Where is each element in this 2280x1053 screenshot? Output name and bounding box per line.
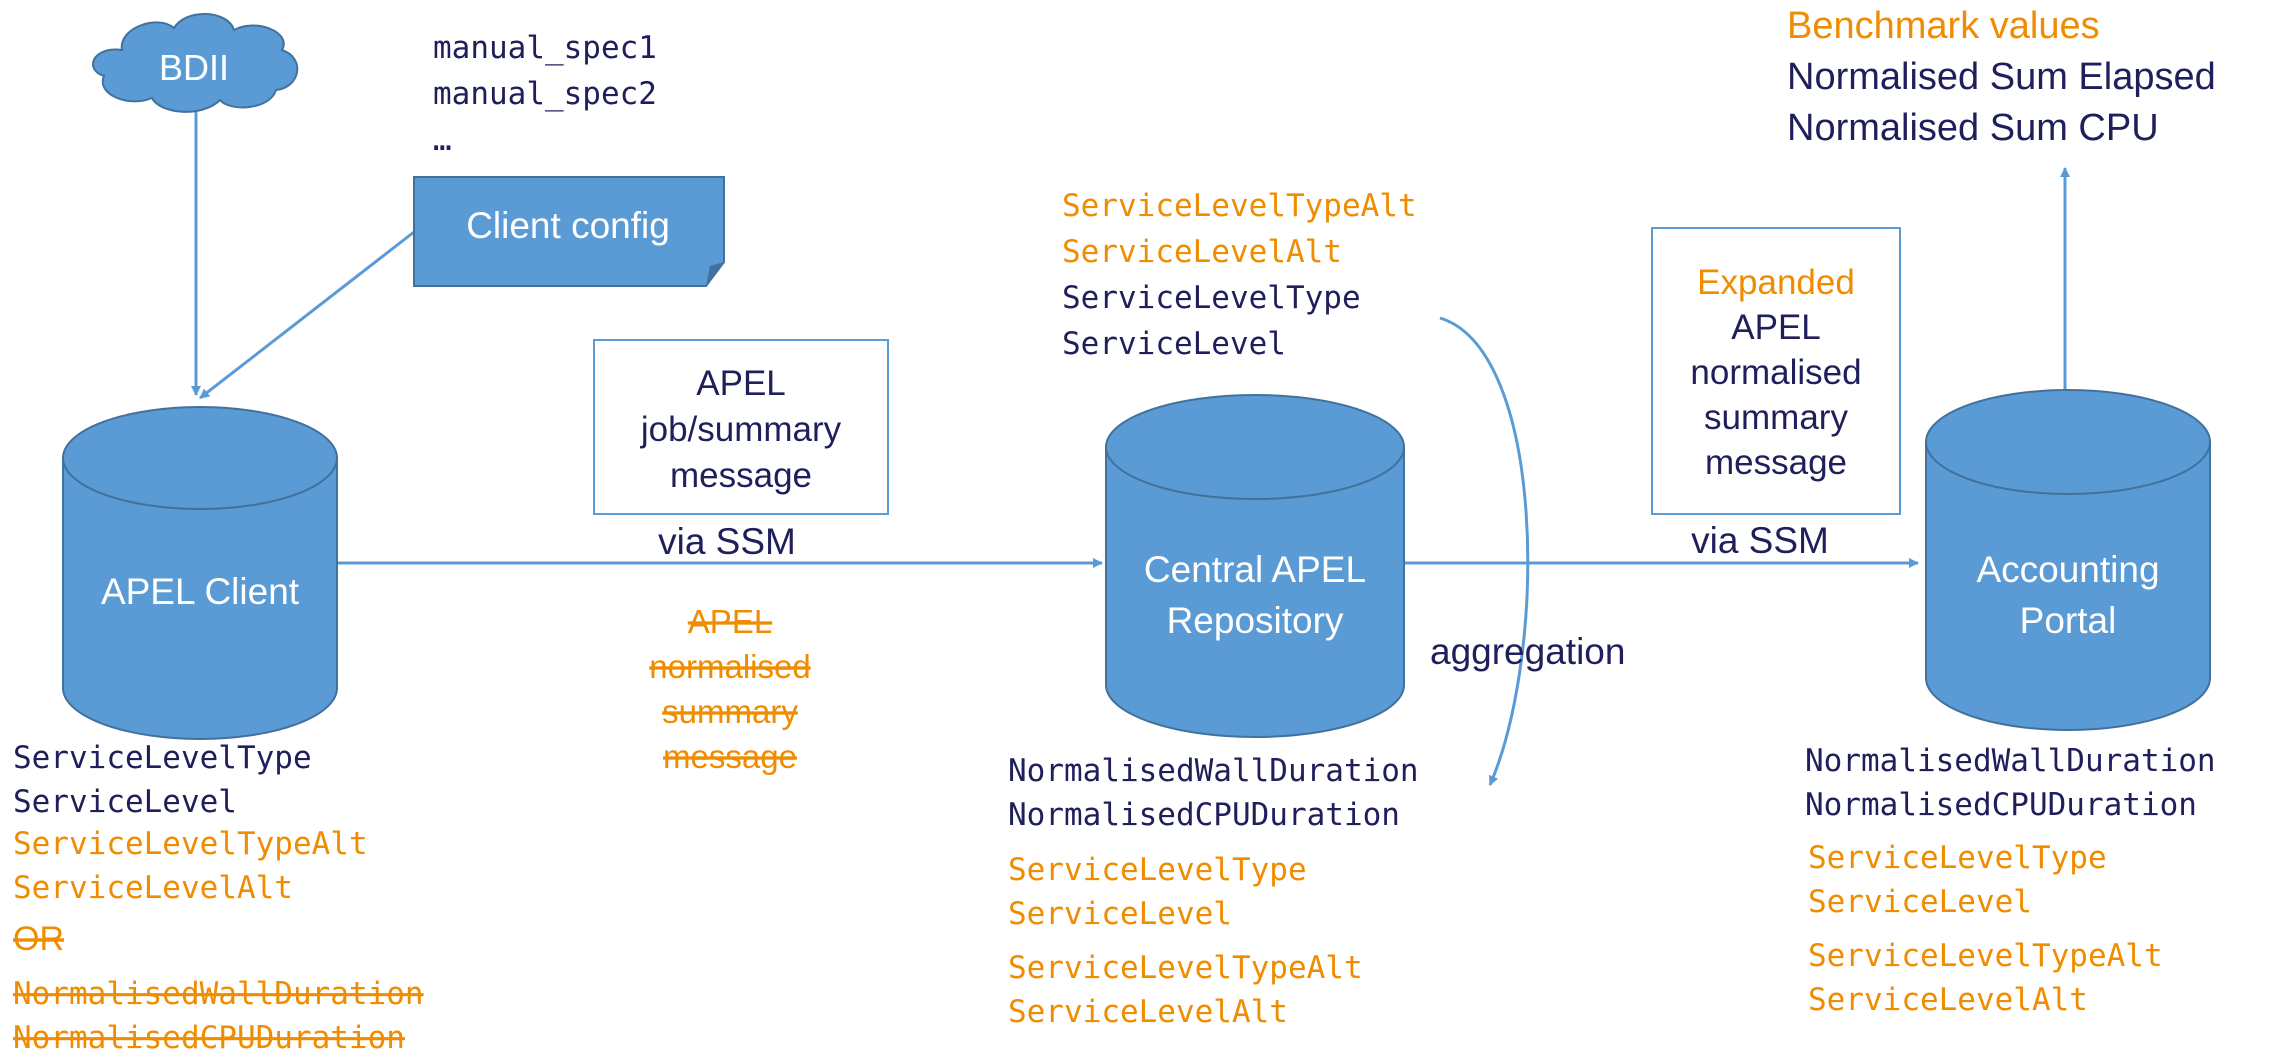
message-box-line: job/summary [640, 410, 842, 449]
repo-top-field: ServiceLevelAlt [1062, 234, 1342, 270]
struck-message-line: APEL [688, 603, 772, 640]
struck-message-line: message [663, 738, 797, 775]
apel-client-field: ServiceLevelType [13, 740, 312, 776]
central-repo-label: Repository [1167, 600, 1344, 641]
via-ssm-left-label: via SSM [658, 521, 796, 562]
portal-field: ServiceLevelAlt [1808, 982, 2088, 1018]
manual-spec-line: … [433, 122, 452, 158]
repo-bottom-field: NormalisedCPUDuration [1008, 797, 1400, 833]
config-to-client-arrow [199, 230, 415, 400]
struck-field: NormalisedWallDuration [13, 976, 424, 1012]
expanded-message-box: Expanded APEL normalised summary message [1651, 227, 1901, 515]
portal-field: ServiceLevelType [1808, 840, 2107, 876]
manual-spec-line: manual_spec1 [433, 30, 657, 66]
aggregation-label: aggregation [1430, 631, 1625, 672]
portal-outputs: Benchmark values Normalised Sum Elapsed … [1787, 5, 2216, 149]
apel-client-field: ServiceLevelAlt [13, 870, 293, 906]
manual-spec-list: manual_spec1 manual_spec2 … [433, 30, 657, 158]
apel-client-field: ServiceLevelTypeAlt [13, 826, 368, 862]
expanded-box-title: Expanded [1697, 263, 1855, 302]
repo-bottom-field: ServiceLevelTypeAlt [1008, 950, 1363, 986]
portal-field: NormalisedWallDuration [1805, 743, 2216, 779]
struck-message-label: APEL normalised summary message [649, 603, 810, 775]
repo-bottom-field-list: NormalisedWallDuration NormalisedCPUDura… [1008, 753, 1419, 1030]
repo-bottom-field: NormalisedWallDuration [1008, 753, 1419, 789]
repo-top-field: ServiceLevel [1062, 326, 1286, 362]
apel-client-label: APEL Client [101, 571, 300, 612]
bdii-cloud: BDII [92, 13, 299, 113]
job-summary-message-box: APEL job/summary message [593, 339, 889, 515]
central-repo-cylinder: Central APEL Repository [1105, 394, 1405, 738]
repo-top-field-list: ServiceLevelTypeAlt ServiceLevelAlt Serv… [1062, 188, 1417, 362]
manual-spec-line: manual_spec2 [433, 76, 657, 112]
repo-bottom-field: ServiceLevelType [1008, 852, 1307, 888]
struck-message-line: normalised [649, 648, 810, 685]
central-repo-label: Central APEL [1144, 549, 1366, 590]
or-label: OR [13, 920, 64, 958]
accounting-portal-label: Accounting [1976, 549, 2159, 590]
portal-output-line: Normalised Sum Elapsed [1787, 56, 2216, 98]
struck-field: NormalisedCPUDuration [13, 1020, 405, 1053]
expanded-box-line: APEL [1731, 308, 1821, 347]
expanded-box-line: normalised [1690, 353, 1861, 392]
repo-bottom-field: ServiceLevel [1008, 896, 1232, 932]
message-box-line: APEL [696, 364, 786, 403]
via-ssm-right-label: via SSM [1691, 520, 1829, 561]
apel-client-field: ServiceLevel [13, 784, 237, 820]
portal-field: NormalisedCPUDuration [1805, 787, 2197, 823]
portal-field-list: NormalisedWallDuration NormalisedCPUDura… [1805, 743, 2216, 1018]
portal-output-line: Normalised Sum CPU [1787, 107, 2159, 149]
accounting-portal-cylinder: Accounting Portal [1925, 389, 2211, 731]
struck-message-line: summary [662, 693, 798, 730]
aggregation-curve-arrow [1439, 316, 1530, 786]
message-box-line: message [670, 456, 812, 495]
portal-field: ServiceLevel [1808, 884, 2032, 920]
repo-top-field: ServiceLevelTypeAlt [1062, 188, 1417, 224]
accounting-portal-label: Portal [2020, 600, 2117, 641]
repo-bottom-field: ServiceLevelAlt [1008, 994, 1288, 1030]
apel-client-cylinder: APEL Client [62, 406, 338, 740]
bdii-label: BDII [159, 47, 229, 88]
benchmark-values-heading: Benchmark values [1787, 5, 2100, 47]
client-config-label: Client config [466, 205, 670, 246]
apel-client-field-list: ServiceLevelType ServiceLevel ServiceLev… [13, 740, 424, 1053]
expanded-box-line: summary [1704, 398, 1848, 437]
expanded-box-line: message [1705, 443, 1847, 482]
repo-top-field: ServiceLevelType [1062, 280, 1361, 316]
portal-field: ServiceLevelTypeAlt [1808, 938, 2163, 974]
client-config-note: Client config [413, 176, 725, 287]
